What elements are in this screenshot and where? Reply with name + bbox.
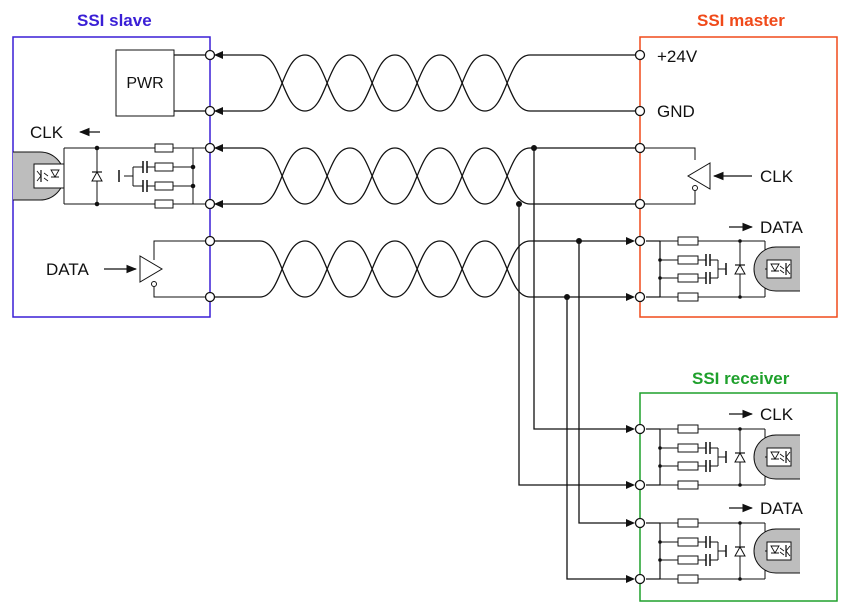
master-data-receiver: DATA	[645, 218, 803, 302]
receiver-clock-channel: CLK	[645, 405, 801, 490]
master-clk-label: CLK	[760, 167, 794, 186]
master-data-label: DATA	[760, 218, 803, 237]
ssi-master-title: SSI master	[697, 11, 785, 30]
receiver-data-channel: DATA	[645, 499, 803, 584]
slave-optocoupler-icon	[13, 151, 65, 201]
junction-dots	[516, 145, 582, 300]
slave-data-driver: DATA	[46, 240, 205, 298]
terminals	[204, 49, 646, 585]
ssi-master-box	[639, 36, 838, 318]
receiver-tap-wires	[518, 148, 635, 583]
slave-clk-label: CLK	[30, 123, 64, 142]
twisted-pair-clock	[214, 144, 635, 208]
ssi-slave-title: SSI slave	[77, 11, 152, 30]
master-clock-driver: CLK	[645, 147, 794, 205]
master-plus24v-label: +24V	[657, 47, 698, 66]
receiver-data-label: DATA	[760, 499, 803, 518]
slave-data-label: DATA	[46, 260, 89, 279]
ssi-receiver-title: SSI receiver	[692, 369, 790, 388]
ssi-receiver-box	[639, 392, 838, 602]
slave-power-supply: PWR	[115, 49, 205, 117]
receiver-clk-label: CLK	[760, 405, 794, 424]
slave-clock-receiver	[63, 143, 205, 209]
master-gnd-label: GND	[657, 102, 695, 121]
twisted-pair-data	[214, 237, 635, 301]
twisted-pair-power	[214, 51, 635, 115]
pwr-label: PWR	[126, 75, 163, 92]
